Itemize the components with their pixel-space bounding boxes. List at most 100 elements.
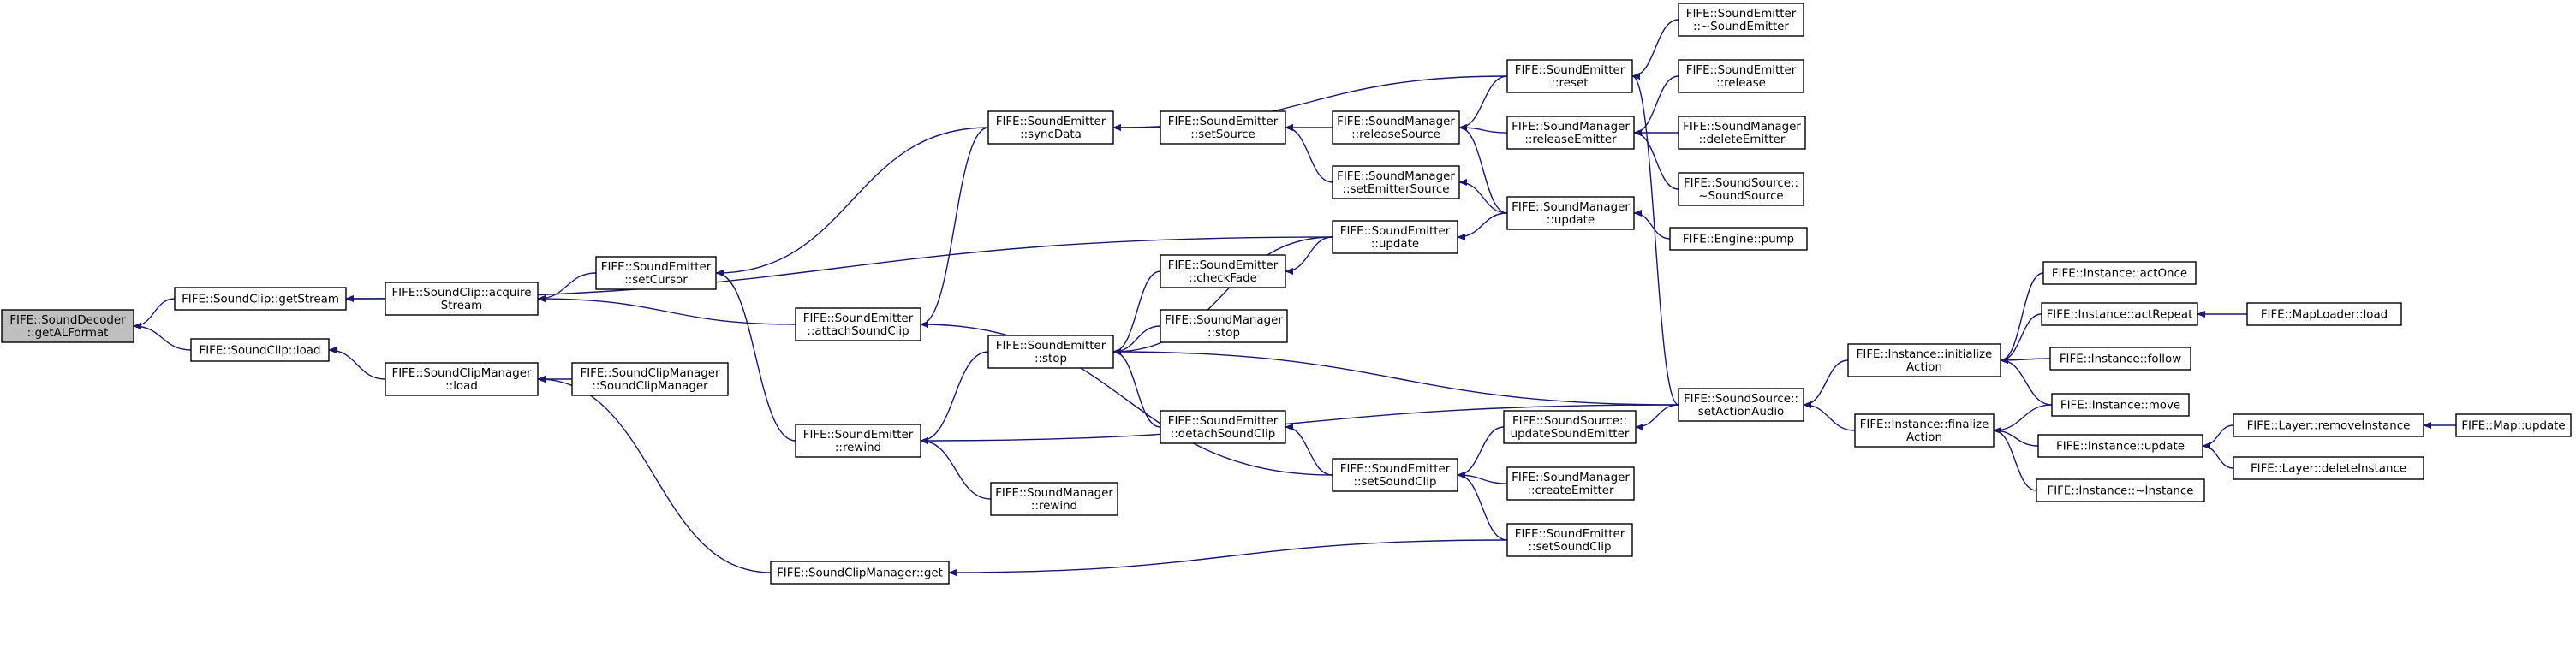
node-layer-deleteInstance[interactable]: FIFE::Layer::deleteInstance bbox=[2233, 456, 2424, 480]
node-emitter-reset[interactable]: FIFE::SoundEmitter::reset bbox=[1506, 59, 1633, 93]
node-box bbox=[1678, 59, 1804, 93]
node-emitter-setSource[interactable]: FIFE::SoundEmitter::setSource bbox=[1160, 110, 1286, 145]
node-box bbox=[1669, 227, 1808, 251]
node-source-setActionAudio[interactable]: FIFE::SoundSource::setActionAudio bbox=[1678, 388, 1804, 422]
node-box bbox=[2042, 261, 2197, 285]
node-label: FIFE::SoundEmitter bbox=[1515, 64, 1625, 77]
node-box bbox=[1332, 110, 1460, 145]
edge-inst-follow-to-inst-initializeAction bbox=[2000, 356, 2051, 364]
node-label: ::reset bbox=[1552, 77, 1589, 90]
node-label: FIFE::Engine::pump bbox=[1683, 234, 1794, 246]
node-emitter-syncData[interactable]: FIFE::SoundEmitter::syncData bbox=[987, 110, 1114, 145]
edge-mgr-update-to-mgr-releaseSource bbox=[1458, 124, 1508, 214]
edge-emitter-setSoundClip2-to-clipmgr-get bbox=[948, 539, 1508, 576]
node-source-dtor[interactable]: FIFE::SoundSource::~SoundSource bbox=[1678, 172, 1804, 206]
node-label: ::release bbox=[1716, 77, 1766, 90]
node-label: FIFE::SoundEmitter bbox=[1168, 415, 1279, 428]
node-inst-update[interactable]: FIFE::Instance::update bbox=[2037, 434, 2203, 458]
node-emitter-attachSoundClip[interactable]: FIFE::SoundEmitter::attachSoundClip bbox=[795, 307, 921, 341]
edge-mgr-createEmitter-to-emitter-setSoundClip bbox=[1457, 472, 1508, 484]
node-inst-dtor[interactable]: FIFE::Instance::~Instance bbox=[2036, 478, 2205, 502]
node-label: FIFE::SoundEmitter bbox=[1168, 259, 1279, 272]
node-box bbox=[190, 338, 330, 362]
edges-layer bbox=[133, 19, 2456, 576]
node-label: ::setEmitterSource bbox=[1343, 183, 1450, 196]
node-box bbox=[174, 287, 347, 311]
node-engine-pump[interactable]: FIFE::Engine::pump bbox=[1669, 227, 1808, 251]
node-emitter-setSoundClip2[interactable]: FIFE::SoundEmitter::setSoundClip bbox=[1506, 523, 1633, 557]
node-mgr-stop[interactable]: FIFE::SoundManager::stop bbox=[1160, 309, 1288, 343]
node-box bbox=[1160, 410, 1286, 444]
node-label: ::rewind bbox=[1031, 500, 1077, 513]
node-emitter-detachSoundClip[interactable]: FIFE::SoundEmitter::detachSoundClip bbox=[1160, 410, 1286, 444]
node-clip-getStream[interactable]: FIFE::SoundClip::getStream bbox=[174, 287, 347, 311]
node-label: FIFE::SoundClipManager bbox=[581, 367, 720, 380]
node-label: ::checkFade bbox=[1189, 272, 1257, 285]
node-inst-actRepeat[interactable]: FIFE::Instance::actRepeat bbox=[2041, 302, 2198, 326]
node-label: FIFE::SoundManager bbox=[1165, 314, 1283, 327]
node-clip-load[interactable]: FIFE::SoundClip::load bbox=[190, 338, 330, 362]
node-mgr-releaseSource[interactable]: FIFE::SoundManager::releaseSource bbox=[1332, 110, 1460, 145]
node-inst-actOnce[interactable]: FIFE::Instance::actOnce bbox=[2042, 261, 2197, 285]
node-clipmgr-get[interactable]: FIFE::SoundClipManager::get bbox=[770, 561, 950, 585]
node-emitter-stop[interactable]: FIFE::SoundEmitter::stop bbox=[987, 335, 1114, 369]
node-decoder-getALFormat[interactable]: FIFE::SoundDecoder::getALFormat bbox=[1, 309, 134, 343]
edge-emitter-update-to-emitter-checkFade bbox=[1285, 236, 1333, 275]
node-layer-removeInstance[interactable]: FIFE::Layer::removeInstance bbox=[2233, 413, 2424, 437]
node-inst-move[interactable]: FIFE::Instance::move bbox=[2051, 393, 2190, 417]
node-mgr-setEmitterSource[interactable]: FIFE::SoundManager::setEmitterSource bbox=[1332, 165, 1460, 199]
node-label: Action bbox=[1906, 361, 1942, 374]
node-label: FIFE::SoundEmitter bbox=[601, 261, 712, 274]
node-box bbox=[571, 362, 729, 396]
edge-inst-finalizeAction-to-source-setActionAudio bbox=[1803, 401, 1856, 431]
node-label: ::createEmitter bbox=[1528, 484, 1614, 497]
node-emitter-setCursor[interactable]: FIFE::SoundEmitter::setCursor bbox=[595, 256, 717, 290]
node-emitter-checkFade[interactable]: FIFE::SoundEmitter::checkFade bbox=[1160, 254, 1286, 288]
edge-source-updateSoundEmitter-to-emitter-setSoundClip bbox=[1457, 426, 1505, 478]
node-label: FIFE::SoundEmitter bbox=[996, 116, 1106, 128]
node-clipmgr-load[interactable]: FIFE::SoundClipManager::load bbox=[385, 362, 539, 396]
node-mgr-createEmitter[interactable]: FIFE::SoundManager::createEmitter bbox=[1506, 466, 1635, 501]
node-box bbox=[770, 561, 950, 585]
node-emitter-dtor[interactable]: FIFE::SoundEmitter::~SoundEmitter bbox=[1678, 3, 1804, 37]
node-label: ::~SoundEmitter bbox=[1693, 21, 1789, 33]
node-maploader-load[interactable]: FIFE::MapLoader::load bbox=[2246, 302, 2402, 326]
node-box bbox=[2049, 347, 2191, 371]
node-label: FIFE::Instance::follow bbox=[2060, 353, 2181, 366]
node-box bbox=[795, 307, 921, 341]
node-mgr-deleteEmitter[interactable]: FIFE::SoundManager::deleteEmitter bbox=[1678, 116, 1806, 150]
node-box bbox=[1332, 165, 1460, 199]
node-mgr-rewind[interactable]: FIFE::SoundManager::rewind bbox=[990, 482, 1118, 516]
node-label: FIFE::SoundEmitter bbox=[803, 429, 914, 442]
edge-layer-removeInstance-to-inst-update bbox=[2202, 424, 2234, 449]
edge-emitter-reset-to-mgr-releaseSource bbox=[1458, 75, 1508, 131]
node-mgr-update[interactable]: FIFE::SoundManager::update bbox=[1506, 196, 1635, 230]
node-emitter-release[interactable]: FIFE::SoundEmitter::release bbox=[1678, 59, 1804, 93]
node-label: FIFE::SoundManager bbox=[1683, 121, 1801, 134]
node-box bbox=[990, 482, 1118, 516]
edge-emitter-setSoundClip2-to-emitter-setSoundClip bbox=[1457, 472, 1508, 541]
node-box bbox=[2037, 434, 2203, 458]
node-map-update[interactable]: FIFE::Map::update bbox=[2455, 413, 2572, 437]
node-label: FIFE::SoundEmitter bbox=[1686, 8, 1797, 21]
node-inst-follow[interactable]: FIFE::Instance::follow bbox=[2049, 347, 2191, 371]
edge-mgr-update-to-mgr-setEmitterSource bbox=[1458, 179, 1508, 214]
node-label: FIFE::Instance::move bbox=[2060, 400, 2180, 413]
edge-inst-move-to-inst-finalizeAction bbox=[1993, 404, 2053, 434]
edge-layer-deleteInstance-to-inst-update bbox=[2202, 442, 2234, 469]
node-box bbox=[1678, 116, 1806, 150]
node-emitter-setSoundClip[interactable]: FIFE::SoundEmitter::setSoundClip bbox=[1332, 458, 1458, 492]
edge-emitter-syncData-to-emitter-setCursor bbox=[715, 127, 989, 276]
edge-emitter-detachSoundClip-to-emitter-stop bbox=[1112, 348, 1161, 428]
node-emitter-update[interactable]: FIFE::SoundEmitter::update bbox=[1332, 220, 1458, 254]
node-source-updateSoundEmitter[interactable]: FIFE::SoundSource::updateSoundEmitter bbox=[1503, 410, 1637, 444]
node-emitter-rewind[interactable]: FIFE::SoundEmitter::rewind bbox=[795, 424, 921, 458]
node-label: FIFE::SoundEmitter bbox=[803, 312, 914, 325]
node-label: FIFE::SoundManager bbox=[1512, 201, 1630, 214]
node-mgr-releaseEmitter[interactable]: FIFE::SoundManager::releaseEmitter bbox=[1506, 116, 1635, 150]
node-clipmgr-ctor[interactable]: FIFE::SoundClipManager::SoundClipManager bbox=[571, 362, 729, 396]
